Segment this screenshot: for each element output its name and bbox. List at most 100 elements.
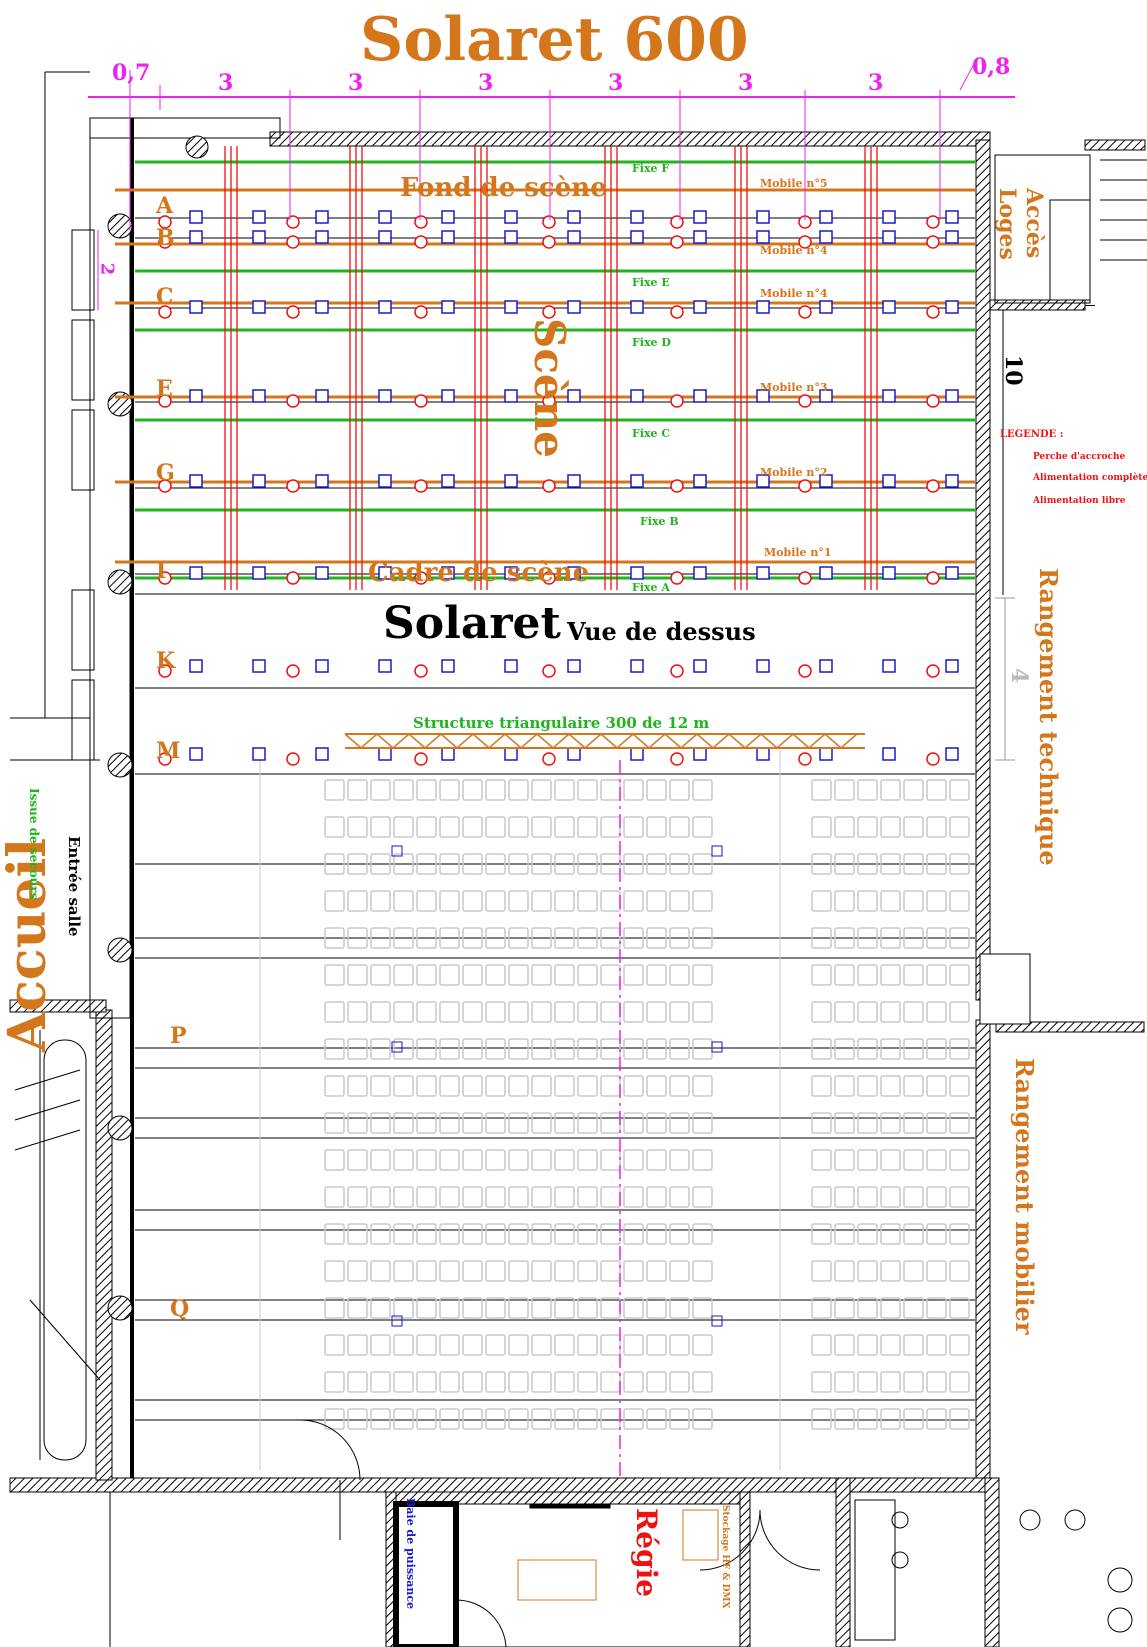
seat-center-8-13 (623, 1075, 644, 1097)
seat-center-12-9 (531, 1223, 552, 1245)
seat-center-14-12 (600, 1297, 621, 1319)
dmx-box-5-9 (756, 566, 770, 580)
seat-center-9-16 (692, 1112, 713, 1134)
seat-center-0-14 (646, 779, 667, 801)
seat-right-0-0 (811, 779, 832, 801)
power-circle-7-3 (542, 752, 556, 766)
dmx-box-1-10 (819, 230, 833, 244)
dmx-box-7-6 (567, 747, 581, 761)
dmx-box-3-12 (945, 389, 959, 403)
dmx-box-2-4 (441, 300, 455, 314)
seat-right-6-2 (857, 1001, 878, 1023)
seat-center-4-0 (324, 927, 345, 949)
seat-center-15-14 (646, 1334, 667, 1356)
seat-center-16-5 (439, 1371, 460, 1393)
seat-right-12-5 (926, 1223, 947, 1245)
seat-center-9-11 (577, 1112, 598, 1134)
seat-center-7-11 (577, 1038, 598, 1060)
dmx-box-0-2 (315, 210, 329, 224)
seat-right-13-0 (811, 1260, 832, 1282)
label-mobile-4a: Mobile n°4 (760, 244, 828, 257)
seat-right-4-2 (857, 927, 878, 949)
seat-right-0-2 (857, 779, 878, 801)
seat-center-17-8 (508, 1408, 529, 1430)
seat-center-13-15 (669, 1260, 690, 1282)
seat-center-12-2 (370, 1223, 391, 1245)
seat-center-1-6 (462, 816, 483, 838)
hall-box-b-0 (711, 845, 723, 857)
dmx-box-7-8 (693, 747, 707, 761)
seat-center-0-5 (439, 779, 460, 801)
seat-center-6-12 (600, 1001, 621, 1023)
dmx-box-6-11 (882, 659, 896, 673)
dmx-box-5-3 (378, 566, 392, 580)
seat-right-16-6 (949, 1371, 970, 1393)
dmx-box-7-5 (504, 747, 518, 761)
seat-center-14-4 (416, 1297, 437, 1319)
seat-center-9-1 (347, 1112, 368, 1134)
seat-center-16-15 (669, 1371, 690, 1393)
seat-center-14-11 (577, 1297, 598, 1319)
window-bays (71, 229, 95, 761)
seat-center-8-7 (485, 1075, 506, 1097)
label-entree-salle: Entrée salle (65, 836, 83, 937)
seat-center-3-3 (393, 890, 414, 912)
seat-center-4-10 (554, 927, 575, 949)
red-trusses (224, 146, 878, 590)
seat-center-5-8 (508, 964, 529, 986)
dmx-box-2-5 (504, 300, 518, 314)
seat-center-2-3 (393, 853, 414, 875)
dmx-box-2-8 (693, 300, 707, 314)
seat-center-17-2 (370, 1408, 391, 1430)
dmx-box-5-10 (819, 566, 833, 580)
seat-right-6-5 (926, 1001, 947, 1023)
dmx-box-3-10 (819, 389, 833, 403)
seat-center-8-8 (508, 1075, 529, 1097)
dmx-box-6-3 (378, 659, 392, 673)
dmx-box-4-3 (378, 474, 392, 488)
seat-center-17-10 (554, 1408, 575, 1430)
power-circle-5-3 (542, 571, 556, 585)
seat-center-2-14 (646, 853, 667, 875)
seat-right-15-0 (811, 1334, 832, 1356)
seat-right-15-1 (834, 1334, 855, 1356)
seat-right-8-3 (880, 1075, 901, 1097)
seat-center-7-2 (370, 1038, 391, 1060)
seat-center-13-12 (600, 1260, 621, 1282)
seat-right-0-5 (926, 779, 947, 801)
seat-right-8-6 (949, 1075, 970, 1097)
row-label-m: M (156, 738, 181, 764)
seat-center-17-13 (623, 1408, 644, 1430)
seat-center-11-9 (531, 1186, 552, 1208)
seat-center-10-1 (347, 1149, 368, 1171)
seat-center-17-1 (347, 1408, 368, 1430)
seat-center-4-14 (646, 927, 667, 949)
seat-right-0-3 (880, 779, 901, 801)
dmx-box-6-5 (504, 659, 518, 673)
seat-center-14-9 (531, 1297, 552, 1319)
seat-center-14-5 (439, 1297, 460, 1319)
dmx-box-1-6 (567, 230, 581, 244)
seat-center-2-6 (462, 853, 483, 875)
power-circle-0-3 (542, 215, 556, 229)
seat-right-7-0 (811, 1038, 832, 1060)
power-circle-7-2 (414, 752, 428, 766)
seating-rows (259, 750, 970, 1470)
seat-center-16-10 (554, 1371, 575, 1393)
seat-center-8-5 (439, 1075, 460, 1097)
seat-center-17-4 (416, 1408, 437, 1430)
seat-center-8-11 (577, 1075, 598, 1097)
power-circle-3-1 (286, 394, 300, 408)
seat-center-3-6 (462, 890, 483, 912)
seat-center-13-8 (508, 1260, 529, 1282)
dmx-box-7-0 (189, 747, 203, 761)
power-circle-1-5 (798, 235, 812, 249)
label-scene: Scène (525, 318, 574, 458)
hall-box-b-2 (711, 1315, 723, 1327)
seat-right-7-5 (926, 1038, 947, 1060)
seat-center-17-16 (692, 1408, 713, 1430)
seat-center-2-1 (347, 853, 368, 875)
seat-center-17-6 (462, 1408, 483, 1430)
label-baie-puissance: Baie de puissance (404, 1498, 417, 1610)
seat-center-16-1 (347, 1371, 368, 1393)
